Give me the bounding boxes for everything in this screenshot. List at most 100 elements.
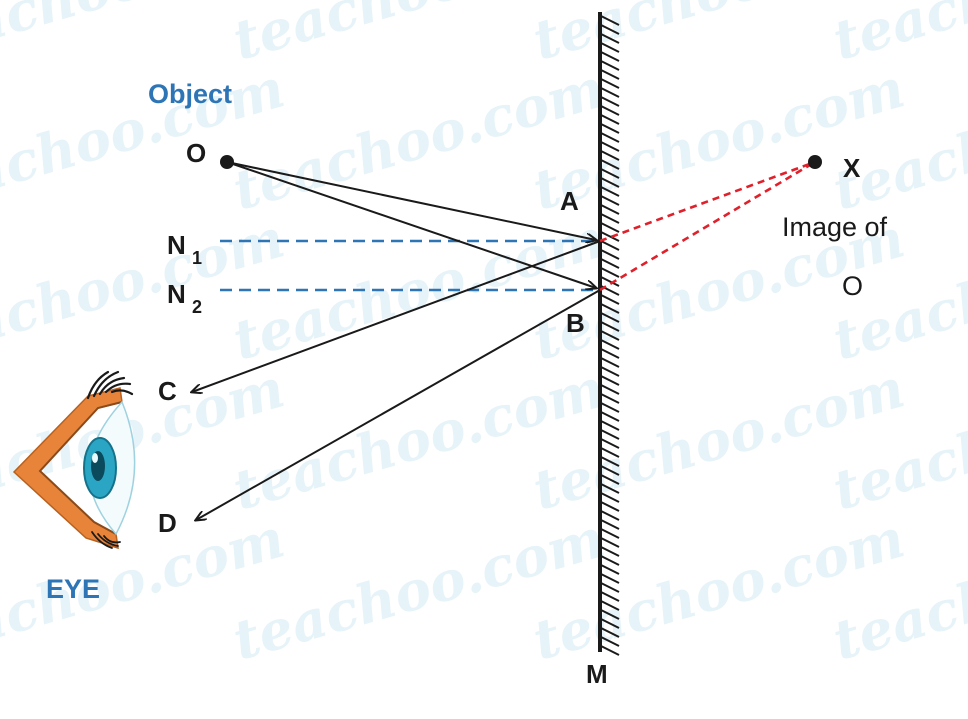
mirror-hatch-stroke	[600, 87, 620, 98]
mirror-hatch-stroke	[600, 123, 620, 134]
mirror-hatch-stroke	[600, 249, 620, 260]
mirror-hatch-stroke	[600, 393, 620, 404]
mirror-hatch-stroke	[600, 42, 620, 53]
mirror-hatch-stroke	[600, 438, 620, 449]
mirror-hatch-stroke	[600, 114, 620, 125]
mirror-hatch-stroke	[600, 366, 620, 377]
reflected-ray-bd	[196, 289, 601, 520]
incident-ray-oa	[226, 161, 596, 240]
mirror-hatch-stroke	[600, 258, 620, 269]
mirror-hatch-stroke	[600, 375, 620, 386]
mirror-hatch-stroke	[600, 339, 620, 350]
mirror-hatch-stroke	[600, 33, 620, 44]
mirror-hatch-stroke	[600, 411, 620, 422]
mirror-hatch-stroke	[600, 141, 620, 152]
watermark-text: teachoo.com	[826, 0, 968, 72]
n1-subscript: 1	[192, 248, 202, 268]
image-label-line1: Image of	[782, 212, 888, 242]
mirror-hatch-stroke	[600, 177, 620, 188]
mirror-hatch-stroke	[600, 213, 620, 224]
mirror-m-label: M	[586, 659, 608, 689]
mirror-hatch-stroke	[600, 546, 620, 557]
mirror-hatch-stroke	[600, 591, 620, 602]
mirror-hatch-stroke	[600, 24, 620, 35]
mirror-hatch-stroke	[600, 402, 620, 413]
mirror-hatch-stroke	[600, 240, 620, 251]
image-label-line2: O	[842, 271, 863, 301]
mirror-hatch-stroke	[600, 501, 620, 512]
normal-n2-label: N 2	[167, 279, 202, 317]
object-label: Object	[148, 79, 232, 109]
watermark-layer: teachoo.comteachoo.comteachoo.comteachoo…	[0, 0, 968, 672]
point-x-label: X	[843, 153, 861, 183]
mirror-hatch-stroke	[600, 645, 620, 656]
mirror-hatch-stroke	[600, 555, 620, 566]
point-b-label: B	[566, 308, 585, 338]
mirror-hatch-stroke	[600, 609, 620, 620]
mirror-hatch-stroke	[600, 303, 620, 314]
mirror-hatch-stroke	[600, 537, 620, 548]
mirror-hatch-stroke	[600, 96, 620, 107]
mirror-hatch-stroke	[600, 582, 620, 593]
mirror-hatch-stroke	[600, 294, 620, 305]
mirror-hatch-stroke	[600, 60, 620, 71]
mirror-hatch-stroke	[600, 348, 620, 359]
mirror-hatch-stroke	[600, 465, 620, 476]
mirror-hatch-stroke	[600, 222, 620, 233]
mirror-hatch-stroke	[600, 420, 620, 431]
mirror-hatch-stroke	[600, 105, 620, 116]
mirror-hatch-stroke	[600, 492, 620, 503]
mirror-hatch-stroke	[600, 357, 620, 368]
normal-n1-label: N 1	[167, 230, 202, 268]
object-point	[220, 155, 234, 169]
mirror-hatch-stroke	[600, 573, 620, 584]
plane-mirror	[598, 12, 620, 656]
mirror-hatch-stroke	[600, 51, 620, 62]
mirror-hatch-stroke	[600, 132, 620, 143]
mirror-hatch-stroke	[600, 483, 620, 494]
n2-subscript: 2	[192, 297, 202, 317]
mirror-hatch-stroke	[600, 564, 620, 575]
image-point	[808, 155, 822, 169]
mirror-hatch-stroke	[600, 510, 620, 521]
virtual-ray-b	[599, 160, 816, 292]
virtual-ray-a	[599, 160, 816, 243]
mirror-hatch-stroke	[600, 447, 620, 458]
mirror-hatch-stroke	[600, 186, 620, 197]
mirror-hatch-icon	[600, 15, 620, 656]
mirror-hatch-stroke	[600, 618, 620, 629]
eye-icon	[12, 370, 136, 550]
mirror-hatch-stroke	[600, 312, 620, 323]
eye-label: EYE	[46, 574, 100, 604]
mirror-hatch-stroke	[600, 231, 620, 242]
mirror-hatch-stroke	[600, 330, 620, 341]
n1-letter: N	[167, 230, 186, 260]
incident-ray-ob	[226, 161, 596, 288]
point-c-label: C	[158, 376, 177, 406]
point-o-label: O	[186, 138, 206, 168]
mirror-hatch-stroke	[600, 474, 620, 485]
point-d-label: D	[158, 508, 177, 538]
mirror-hatch-stroke	[600, 600, 620, 611]
mirror-hatch-stroke	[600, 195, 620, 206]
mirror-hatch-stroke	[600, 321, 620, 332]
mirror-hatch-stroke	[600, 636, 620, 647]
mirror-hatch-stroke	[600, 456, 620, 467]
mirror-hatch-stroke	[600, 78, 620, 89]
mirror-hatch-stroke	[600, 159, 620, 170]
mirror-hatch-stroke	[600, 69, 620, 80]
mirror-hatch-stroke	[600, 267, 620, 278]
mirror-hatch-stroke	[600, 276, 620, 287]
mirror-hatch-stroke	[600, 204, 620, 215]
n2-letter: N	[167, 279, 186, 309]
mirror-hatch-stroke	[600, 429, 620, 440]
mirror-hatch-stroke	[600, 627, 620, 638]
mirror-hatch-stroke	[600, 528, 620, 539]
mirror-hatch-stroke	[600, 519, 620, 530]
mirror-hatch-stroke	[600, 15, 620, 26]
mirror-hatch-stroke	[600, 168, 620, 179]
reflected-ray-ac	[192, 240, 601, 392]
mirror-hatch-stroke	[600, 150, 620, 161]
mirror-hatch-stroke	[600, 384, 620, 395]
